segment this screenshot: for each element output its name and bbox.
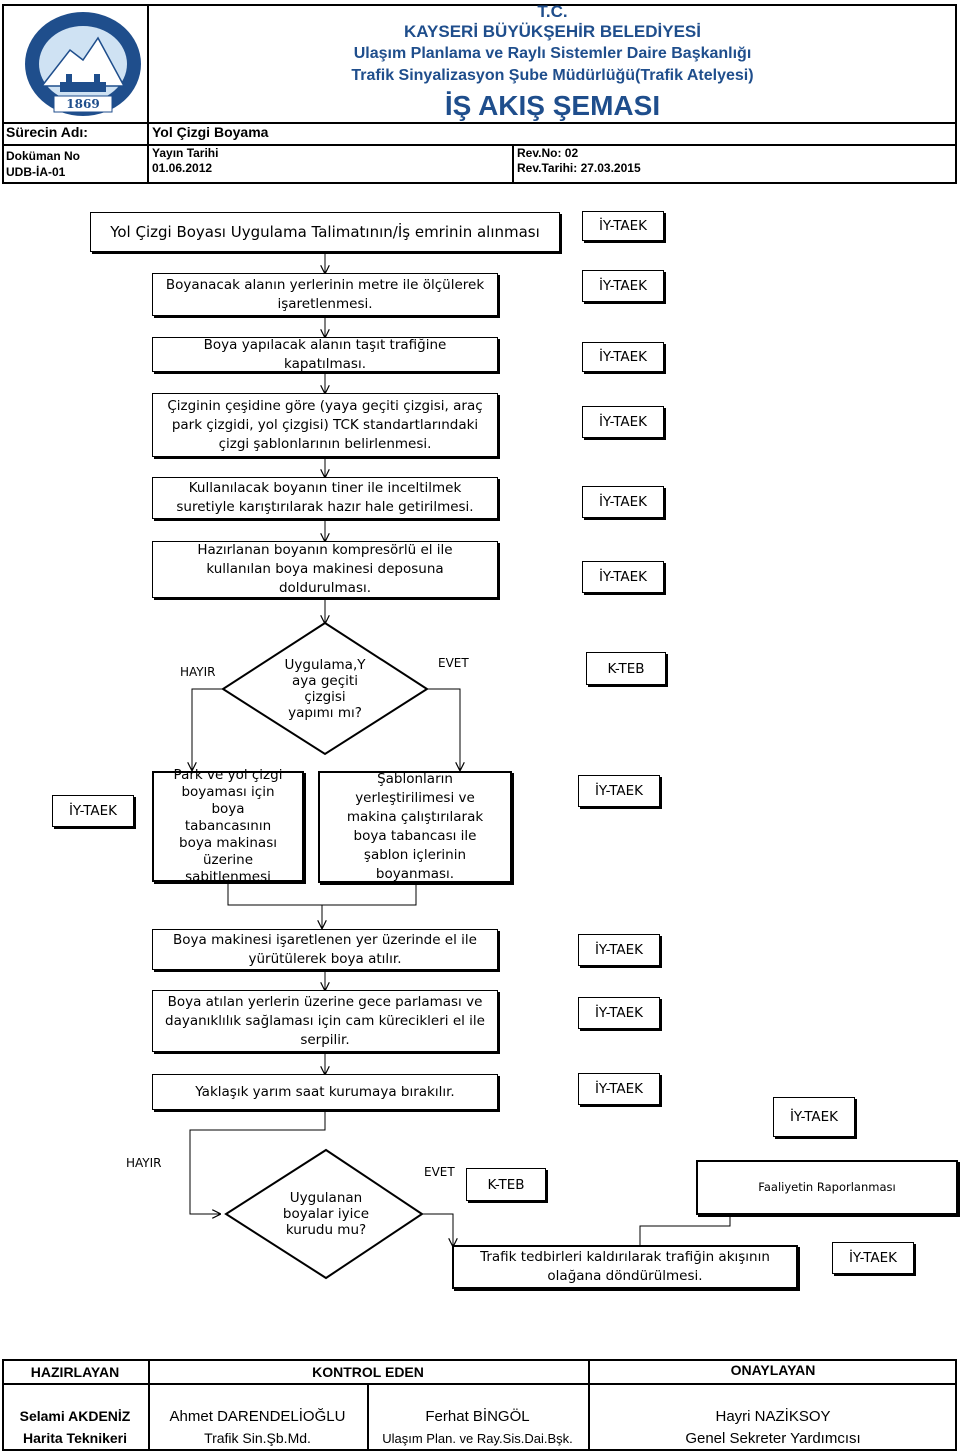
step-walk-machine: Boya makinesi işaretlenen yer üzerinde e… [152, 929, 498, 970]
responsible-tag: İY-TAEK [578, 1073, 660, 1105]
decision-no-label: HAYIR [126, 1156, 162, 1170]
responsible-tag: İY-TAEK [832, 1242, 914, 1274]
document-header [2, 4, 957, 184]
responsible-tag: İY-TAEK [578, 997, 660, 1029]
controller2-title: Ulaşım Plan. ve Ray.Sis.Dai.Bşk. [382, 1430, 573, 1446]
decision-yes-label: EVET [424, 1165, 455, 1179]
header-department: Ulaşım Planlama ve Raylı Sistemler Daire… [353, 45, 752, 62]
signature-table [2, 1359, 957, 1451]
process-name: Yol Çizgi Boyama [152, 124, 269, 140]
controller-title: Trafik Sin.Şb.Md. [204, 1430, 311, 1446]
approver-name: Hayri NAZİKSOY [715, 1407, 831, 1425]
step-report-activity: Faaliyetin Raporlanması [696, 1160, 958, 1215]
municipality-logo: 1869 [20, 8, 146, 118]
revision-date: Rev.Tarihi: 27.03.2015 [517, 161, 641, 175]
header-municipality: KAYSERİ BÜYÜKŞEHİR BELEDİYESİ [404, 22, 701, 41]
step-close-traffic: Boya yapılacak alanın taşıt trafiğine ka… [152, 337, 498, 372]
logo-year: 1869 [66, 97, 100, 111]
responsible-tag: K-TEB [466, 1168, 546, 1201]
prepared-by-header: HAZIRLAYAN [30, 1364, 120, 1380]
header-branch: Trafik Sinyalizasyon Şube Müdürlüğü(Traf… [351, 67, 754, 84]
controller-name: Ahmet DARENDELİOĞLU [169, 1407, 346, 1425]
approver-title: Genel Sekreter Yardımcısı [685, 1429, 861, 1447]
step-determine-templates: Çizginin çeşidine göre (yaya geçiti çizg… [152, 393, 498, 457]
step-restore-traffic: Trafik tedbirleri kaldırılarak trafiğin … [452, 1245, 798, 1289]
responsible-tag: İY-TAEK [582, 270, 664, 302]
process-label: Sürecin Adı: [6, 124, 88, 140]
step-place-templates-paint: Şablonların yerleştirilimesi ve makina ç… [318, 771, 512, 883]
responsible-tag: İY-TAEK [52, 795, 134, 827]
responsible-tag: İY-TAEK [582, 561, 664, 593]
responsible-tag: İY-TAEK [578, 775, 660, 807]
step-measure-mark: Boyanacak alanın yerlerinin metre ile öl… [152, 273, 498, 316]
approved-by-header: ONAYLAYAN [730, 1362, 816, 1378]
responsible-tag: İY-TAEK [582, 486, 664, 518]
responsible-tag: K-TEB [586, 652, 666, 685]
preparer-title: Harita Teknikeri [22, 1430, 127, 1446]
decision-yes-label: EVET [438, 656, 469, 670]
step-fix-spray-gun: Park ve yol çizgi boyaması için boya tab… [152, 767, 304, 885]
step-thin-paint: Kullanılacak boyanın tiner ile inceltilm… [152, 477, 498, 519]
responsible-tag: İY-TAEK [582, 406, 664, 438]
doc-no-label: Doküman No [6, 149, 81, 163]
step-receive-instruction: Yol Çizgi Boyası Uygulama Talimatının/İş… [90, 212, 560, 252]
controller2-name: Ferhat BİNGÖL [425, 1407, 530, 1425]
revision-number: Rev.No: 02 [517, 146, 579, 160]
publish-date-value: 01.06.2012 [152, 161, 213, 175]
header-tc: T.C. [537, 2, 568, 21]
decision-no-label: HAYIR [180, 665, 216, 679]
decision-paint-dry-question: Uygulanan boyalar iyice kurudu mu? [282, 1190, 370, 1238]
controlled-by-header: KONTROL EDEN [312, 1364, 424, 1380]
decision-crosswalk-question: Uygulama,Y aya geçiti çizgisi yapımı mı? [284, 657, 366, 721]
responsible-tag: İY-TAEK [582, 211, 664, 241]
step-let-dry: Yaklaşık yarım saat kurumaya bırakılır. [152, 1074, 498, 1110]
responsible-tag: İY-TAEK [578, 934, 660, 966]
responsible-tag: İY-TAEK [773, 1097, 855, 1137]
doc-no-value: UDB-İA-01 [6, 165, 66, 179]
step-spread-glass-beads: Boya atılan yerlerin üzerine gece parlam… [152, 990, 498, 1052]
logo-seal-icon [25, 12, 141, 116]
document-title: İŞ AKIŞ ŞEMASI [444, 90, 661, 121]
responsible-tag: İY-TAEK [582, 342, 664, 372]
publish-date-label: Yayın Tarihi [152, 146, 219, 160]
preparer-name: Selami AKDENİZ [19, 1408, 131, 1424]
step-fill-machine: Hazırlanan boyanın kompresörlü el ile ku… [152, 541, 498, 598]
